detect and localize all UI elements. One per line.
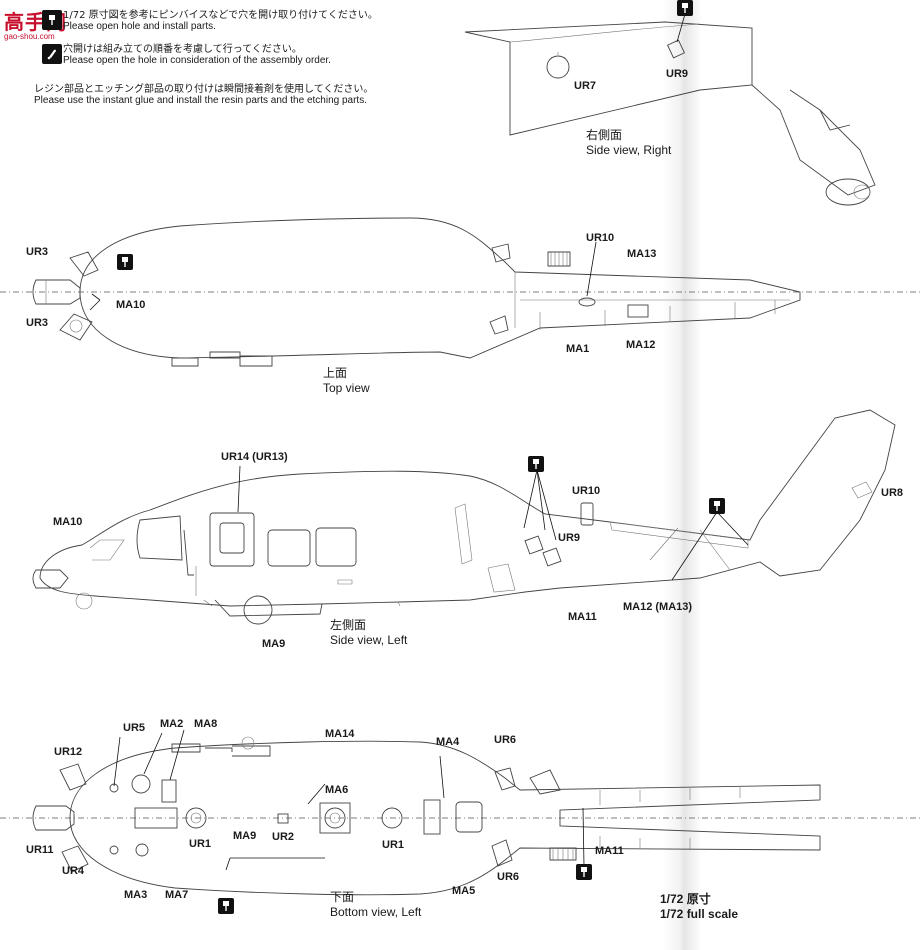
pin-vise-drill-icon bbox=[42, 10, 62, 30]
part-label-ur7: UR7 bbox=[574, 80, 597, 92]
instruction-1-en: Please open hole and install parts. bbox=[63, 21, 216, 32]
part-label-ma12-top: MA12 bbox=[626, 339, 656, 351]
drill-marker-icon-bottom-1 bbox=[218, 898, 234, 914]
part-label-ma5: MA5 bbox=[452, 885, 476, 897]
part-label-ur9-right: UR9 bbox=[666, 68, 689, 80]
part-label-ma9-bottom: MA9 bbox=[233, 830, 257, 842]
part-label-ma8: MA8 bbox=[194, 718, 218, 730]
drill-marker-icon-left-2 bbox=[709, 498, 725, 514]
bottom-view-caption: 下面 Bottom view, Left bbox=[330, 890, 421, 920]
part-label-ur9-left: UR9 bbox=[558, 532, 581, 544]
part-label-ur3-lower: UR3 bbox=[26, 317, 49, 329]
part-label-ur11: UR11 bbox=[26, 844, 54, 856]
part-label-ur3-upper: UR3 bbox=[26, 246, 49, 258]
instruction-3-jp: レジン部品とエッチング部品の取り付けは瞬間接着剤を使用してください。 bbox=[34, 84, 374, 95]
part-label-ur12: UR12 bbox=[54, 746, 83, 758]
left-side-view-drawing bbox=[32, 409, 896, 625]
drill-marker-icon-top bbox=[117, 254, 133, 270]
part-label-ur5: UR5 bbox=[123, 722, 146, 734]
instruction-2-en: Please open the hole in consideration of… bbox=[63, 55, 331, 66]
drill-marker-icon-right bbox=[677, 0, 693, 16]
bottom-view-drawing bbox=[0, 729, 922, 896]
part-label-ma3: MA3 bbox=[124, 889, 148, 901]
part-label-ma11-left: MA11 bbox=[568, 611, 597, 623]
right-view-caption: 右側面 Side view, Right bbox=[586, 128, 671, 158]
part-label-ur1-left: UR1 bbox=[189, 838, 212, 850]
part-label-ma10-top: MA10 bbox=[116, 299, 146, 311]
top-view-caption: 上面 Top view bbox=[323, 366, 370, 396]
top-view-caption-jp: 上面 bbox=[323, 366, 348, 380]
scale-note: 1/72 原寸 1/72 full scale bbox=[660, 892, 738, 922]
bottom-view-caption-en: Bottom view, Left bbox=[330, 905, 422, 919]
part-label-ma6: MA6 bbox=[325, 784, 349, 796]
instruction-1-jp: 1/72 原寸図を参考にピンバイスなどで穴を開け取り付けてください。 bbox=[63, 10, 378, 21]
part-label-ur1-right: UR1 bbox=[382, 839, 405, 851]
left-view-caption: 左側面 Side view, Left bbox=[330, 618, 407, 648]
right-side-view-drawing bbox=[464, 13, 876, 206]
part-label-ur2: UR2 bbox=[272, 831, 295, 843]
instruction-3: レジン部品とエッチング部品の取り付けは瞬間接着剤を使用してください。 Pleas… bbox=[34, 84, 373, 106]
instruction-2: 穴開けは組み立ての順番を考慮して行ってください。 Please open the… bbox=[63, 44, 331, 66]
scale-note-en: 1/72 full scale bbox=[660, 907, 739, 921]
part-label-ur10-left: UR10 bbox=[572, 485, 601, 497]
bottom-view-caption-jp: 下面 bbox=[330, 890, 355, 904]
part-label-ma10-left: MA10 bbox=[53, 516, 83, 528]
glue-drop-icon bbox=[42, 44, 62, 64]
part-label-ma14: MA14 bbox=[325, 728, 355, 740]
drill-marker-icon-left-1 bbox=[528, 456, 544, 472]
part-label-ur6-upper: UR6 bbox=[494, 734, 517, 746]
top-view-drawing bbox=[0, 217, 922, 367]
right-view-caption-jp: 右側面 bbox=[586, 128, 623, 142]
part-label-ur6-lower: UR6 bbox=[497, 871, 520, 883]
part-label-ur14-ur13: UR14 (UR13) bbox=[221, 451, 288, 463]
left-view-caption-jp: 左側面 bbox=[330, 618, 367, 632]
part-label-ma7: MA7 bbox=[165, 889, 189, 901]
part-label-ur10-top: UR10 bbox=[586, 232, 615, 244]
instruction-3-en: Please use the instant glue and install … bbox=[34, 95, 367, 106]
watermark-logo-url: gao-shou.com bbox=[4, 32, 55, 41]
part-label-ma4: MA4 bbox=[436, 736, 460, 748]
instruction-2-jp: 穴開けは組み立ての順番を考慮して行ってください。 bbox=[63, 44, 302, 55]
top-view-caption-en: Top view bbox=[323, 381, 370, 395]
left-view-caption-en: Side view, Left bbox=[330, 633, 408, 647]
drill-marker-icon-bottom-2 bbox=[576, 864, 592, 880]
part-label-ma9-left: MA9 bbox=[262, 638, 286, 650]
part-label-ur8: UR8 bbox=[881, 487, 904, 499]
part-label-ma2: MA2 bbox=[160, 718, 184, 730]
part-label-ma11-bottom: MA11 bbox=[595, 845, 624, 857]
part-label-ma12-ma13: MA12 (MA13) bbox=[623, 601, 693, 613]
part-label-ma13: MA13 bbox=[627, 248, 657, 260]
instruction-1: 1/72 原寸図を参考にピンバイスなどで穴を開け取り付けてください。 Pleas… bbox=[63, 10, 378, 32]
part-label-ma1: MA1 bbox=[566, 343, 590, 355]
part-label-ur4: UR4 bbox=[62, 865, 85, 877]
scale-note-jp: 1/72 原寸 bbox=[660, 892, 711, 906]
right-view-caption-en: Side view, Right bbox=[586, 143, 672, 157]
